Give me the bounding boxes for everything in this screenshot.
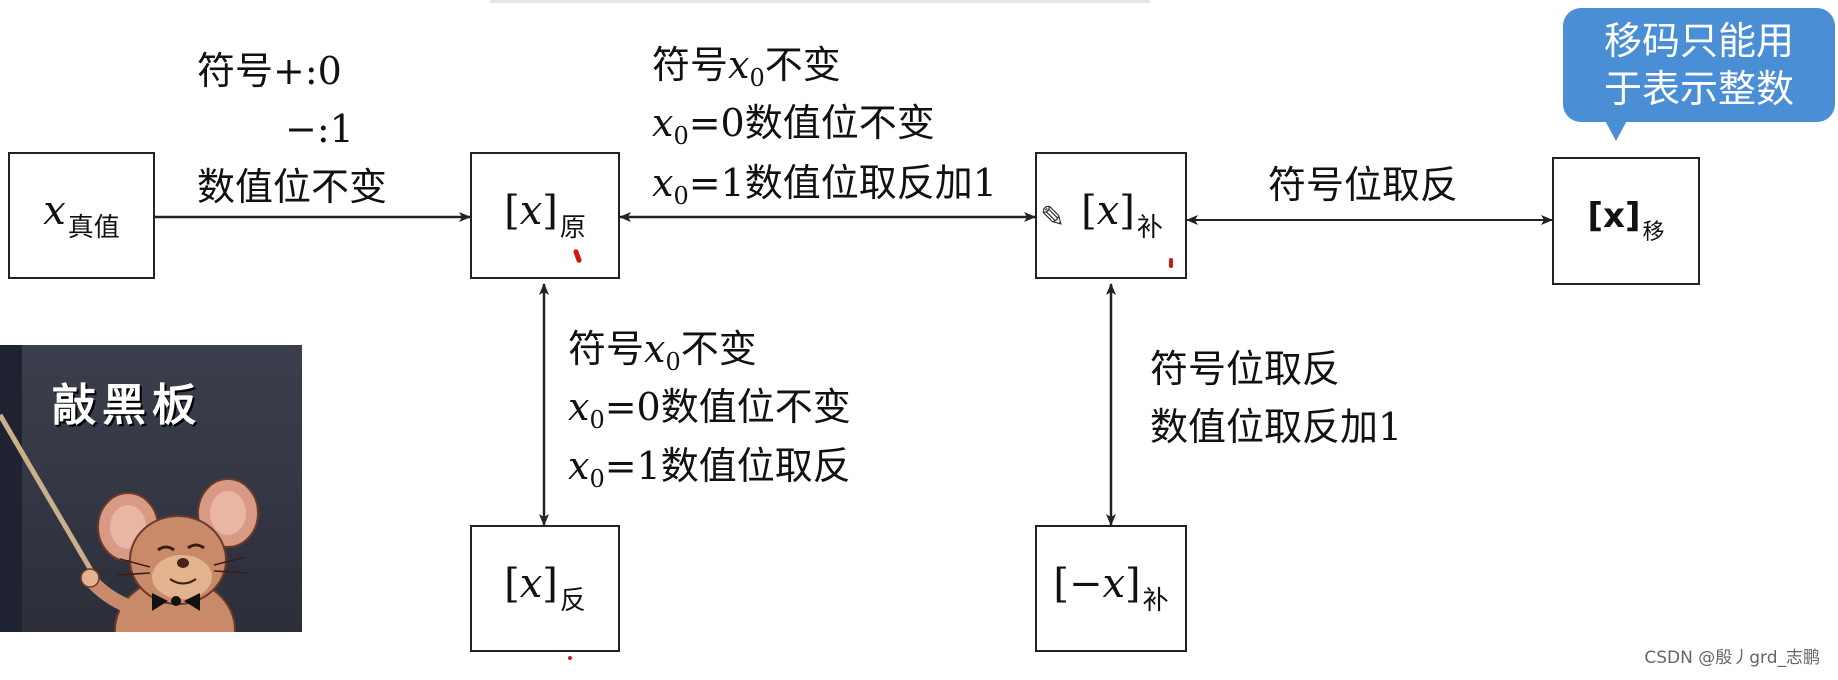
ones-complement-label: [x]反 [504, 560, 586, 616]
label-e-line2: 数值位取反加1 [1150, 405, 1403, 449]
label-sign-plus: 符号+:0 [197, 49, 342, 93]
neg-twos-complement-label: [−x]补 [1053, 560, 1169, 616]
callout-line1: 移码只能用 [1603, 19, 1794, 63]
ones-complement-box: [x]反 [470, 525, 620, 652]
sign-magnitude-label: [x]原 [504, 187, 586, 243]
callout-line2: 于表示整数 [1603, 67, 1794, 111]
mouse-teacher-illustration [0, 345, 259, 632]
knock-blackboard-sticker: 敲黑板 [0, 345, 302, 632]
red-pen-dot [568, 656, 572, 660]
true-value-label: x真值 [43, 187, 120, 243]
note-callout: 移码只能用 于表示整数 [1563, 8, 1835, 122]
label-d-line1: 符号x0不变 [568, 327, 757, 376]
label-e-line1: 符号位取反 [1150, 347, 1341, 391]
biased-label: [x]移 [1587, 196, 1665, 245]
sign-magnitude-box: [x]原 [470, 152, 620, 279]
label-d-line2: x0=0数值位不变 [568, 385, 851, 434]
top-toolbar-strip [490, 0, 1150, 3]
true-value-box: x真值 [8, 152, 155, 279]
label-sign-bit-invert-biased: 符号位取反 [1268, 163, 1459, 207]
label-magnitude-unchanged: 数值位不变 [197, 165, 388, 209]
label-d-line3: x0=1数值位取反 [568, 444, 851, 493]
red-pen-mark [572, 248, 583, 264]
neg-twos-complement-box: [−x]补 [1035, 525, 1187, 652]
biased-box: [x]移 [1552, 157, 1700, 285]
label-b-line3: x0=1数值位取反加1 [652, 161, 997, 210]
twos-complement-box: [x]补 [1035, 152, 1187, 279]
twos-complement-label: [x]补 [1081, 187, 1163, 243]
csdn-watermark: CSDN @殷丿grd_志鹏 [1644, 648, 1820, 668]
callout-tail [1602, 115, 1630, 141]
pencil-icon[interactable]: ✎ [1040, 200, 1066, 235]
sticker-title: 敲黑板 [52, 380, 202, 431]
label-b-line1: 符号x0不变 [652, 43, 841, 92]
red-pen-mark [1169, 258, 1173, 268]
label-b-line2: x0=0数值位不变 [652, 101, 935, 150]
label-sign-minus: −:1 [285, 107, 354, 151]
